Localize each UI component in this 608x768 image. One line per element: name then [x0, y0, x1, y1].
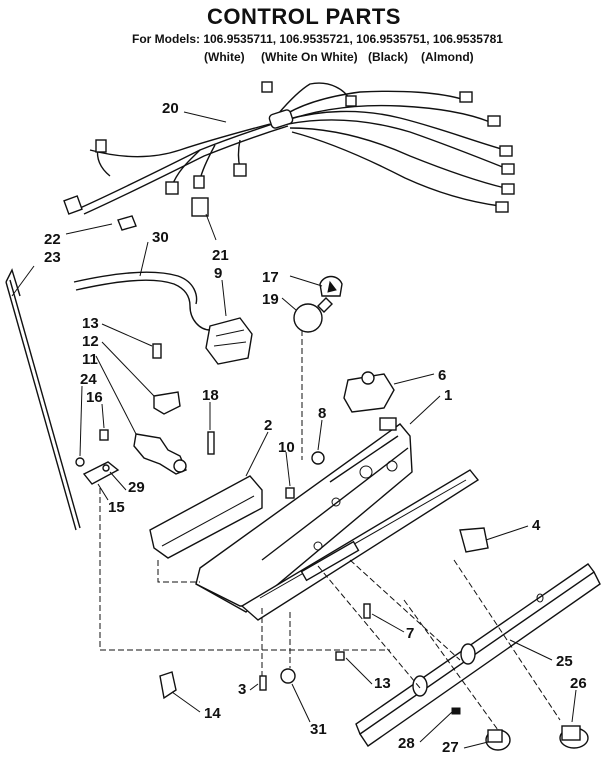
light-socket [319, 275, 343, 297]
color-white-on-white: (White On White) [261, 50, 358, 64]
alignment-lines [99, 330, 561, 731]
callout-25: 25 [556, 653, 573, 670]
callout-10: 10 [278, 439, 295, 456]
color-white: (White) [204, 50, 245, 64]
front-trim [240, 469, 480, 621]
bracket-12 [153, 391, 181, 415]
callout-17: 17 [262, 269, 279, 286]
callout-12: 12 [82, 333, 99, 350]
callout-2: 2 [264, 417, 272, 434]
washer-24 [75, 457, 85, 467]
grommet-31 [280, 668, 296, 684]
callout-26: 26 [570, 675, 587, 692]
clip-14 [159, 671, 177, 700]
clip-28 [451, 707, 461, 715]
callout-23: 23 [44, 249, 61, 266]
screw-13a [152, 343, 162, 359]
control-panel [355, 563, 601, 747]
thermostat-11 [133, 433, 187, 475]
callout-18: 18 [202, 387, 219, 404]
callout-9: 9 [214, 265, 222, 282]
callout-13b: 13 [374, 675, 391, 692]
screw-18 [207, 431, 215, 455]
light-bulb [293, 297, 333, 333]
knob-27 [485, 729, 511, 751]
callout-22: 22 [44, 231, 61, 248]
callout-15: 15 [108, 499, 125, 516]
callout-20: 20 [162, 100, 179, 117]
callout-13a: 13 [82, 315, 99, 332]
callout-labels: 20 22 23 30 21 9 17 19 13 12 11 24 16 18… [44, 100, 587, 756]
callout-28: 28 [398, 735, 415, 752]
callout-8: 8 [318, 405, 326, 422]
lever-29 [82, 461, 120, 485]
callout-16: 16 [86, 389, 103, 406]
screw-7 [363, 603, 371, 619]
knob-26 [559, 725, 589, 749]
callout-6: 6 [438, 367, 446, 384]
callout-27: 27 [442, 739, 459, 756]
callout-11: 11 [82, 351, 98, 368]
callout-1: 1 [444, 387, 452, 404]
callout-19: 19 [262, 291, 279, 308]
wiring-harness [63, 81, 515, 215]
color-almond: (Almond) [421, 50, 474, 64]
grommet-8 [311, 451, 325, 465]
clip-part [117, 215, 137, 231]
control-rod [5, 268, 81, 531]
leader-lines [11, 111, 577, 749]
defrost-control [189, 305, 253, 365]
wire-clip [191, 197, 209, 217]
callout-21: 21 [212, 247, 229, 264]
callout-4: 4 [532, 517, 541, 534]
control-housing [195, 417, 413, 613]
callout-14: 14 [204, 705, 221, 722]
callout-24: 24 [80, 371, 97, 388]
color-black: (Black) [368, 50, 409, 64]
callout-3: 3 [238, 681, 246, 698]
temperature-control-6 [343, 371, 395, 413]
callout-7: 7 [406, 625, 414, 642]
callout-31: 31 [310, 721, 327, 738]
switch-4 [459, 527, 489, 553]
callout-30: 30 [152, 229, 169, 246]
screw-3 [259, 675, 267, 691]
screw-10 [285, 487, 295, 499]
callout-29: 29 [128, 479, 145, 496]
page-title: CONTROL PARTS [207, 4, 401, 29]
air-tube [73, 271, 198, 307]
screw-13b [335, 651, 345, 661]
screw-16 [99, 429, 109, 441]
model-list: For Models: 106.9535711, 106.9535721, 10… [132, 32, 503, 46]
